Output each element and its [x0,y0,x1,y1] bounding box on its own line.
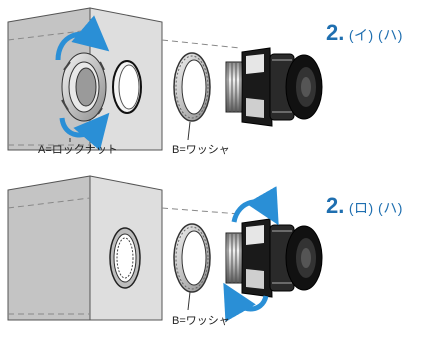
knockout-hole [112,60,142,114]
step-detail: (イ) (ハ) [348,27,403,43]
step-label-top: 2. (イ) (ハ) [326,20,403,46]
panel-bottom [7,175,323,322]
step-number: 2. [326,20,345,45]
washer-label-2: B=ワッシャ [172,315,230,327]
step-label-bottom: 2. (ロ) (ハ) [326,193,403,219]
rotation-arrow-upper-icon [55,15,110,61]
rotation-arrow-lower-icon [59,112,110,151]
rotation-arrow-upper-2-icon [231,186,279,226]
washer-label: B=ワッシャ [172,144,230,156]
washer-2 [173,223,211,293]
rotation-arrow-lower-2-icon [223,282,269,322]
step-detail-2: (ロ) (ハ) [348,200,403,216]
step-number-2: 2. [326,193,345,218]
locknut-label: A=ロックナット [38,144,118,156]
cable-gland-2 [225,218,323,298]
threaded-hole [109,227,141,289]
panel-top [7,7,323,151]
locknut [61,52,107,122]
washer [173,52,211,122]
cable-gland [225,47,323,127]
